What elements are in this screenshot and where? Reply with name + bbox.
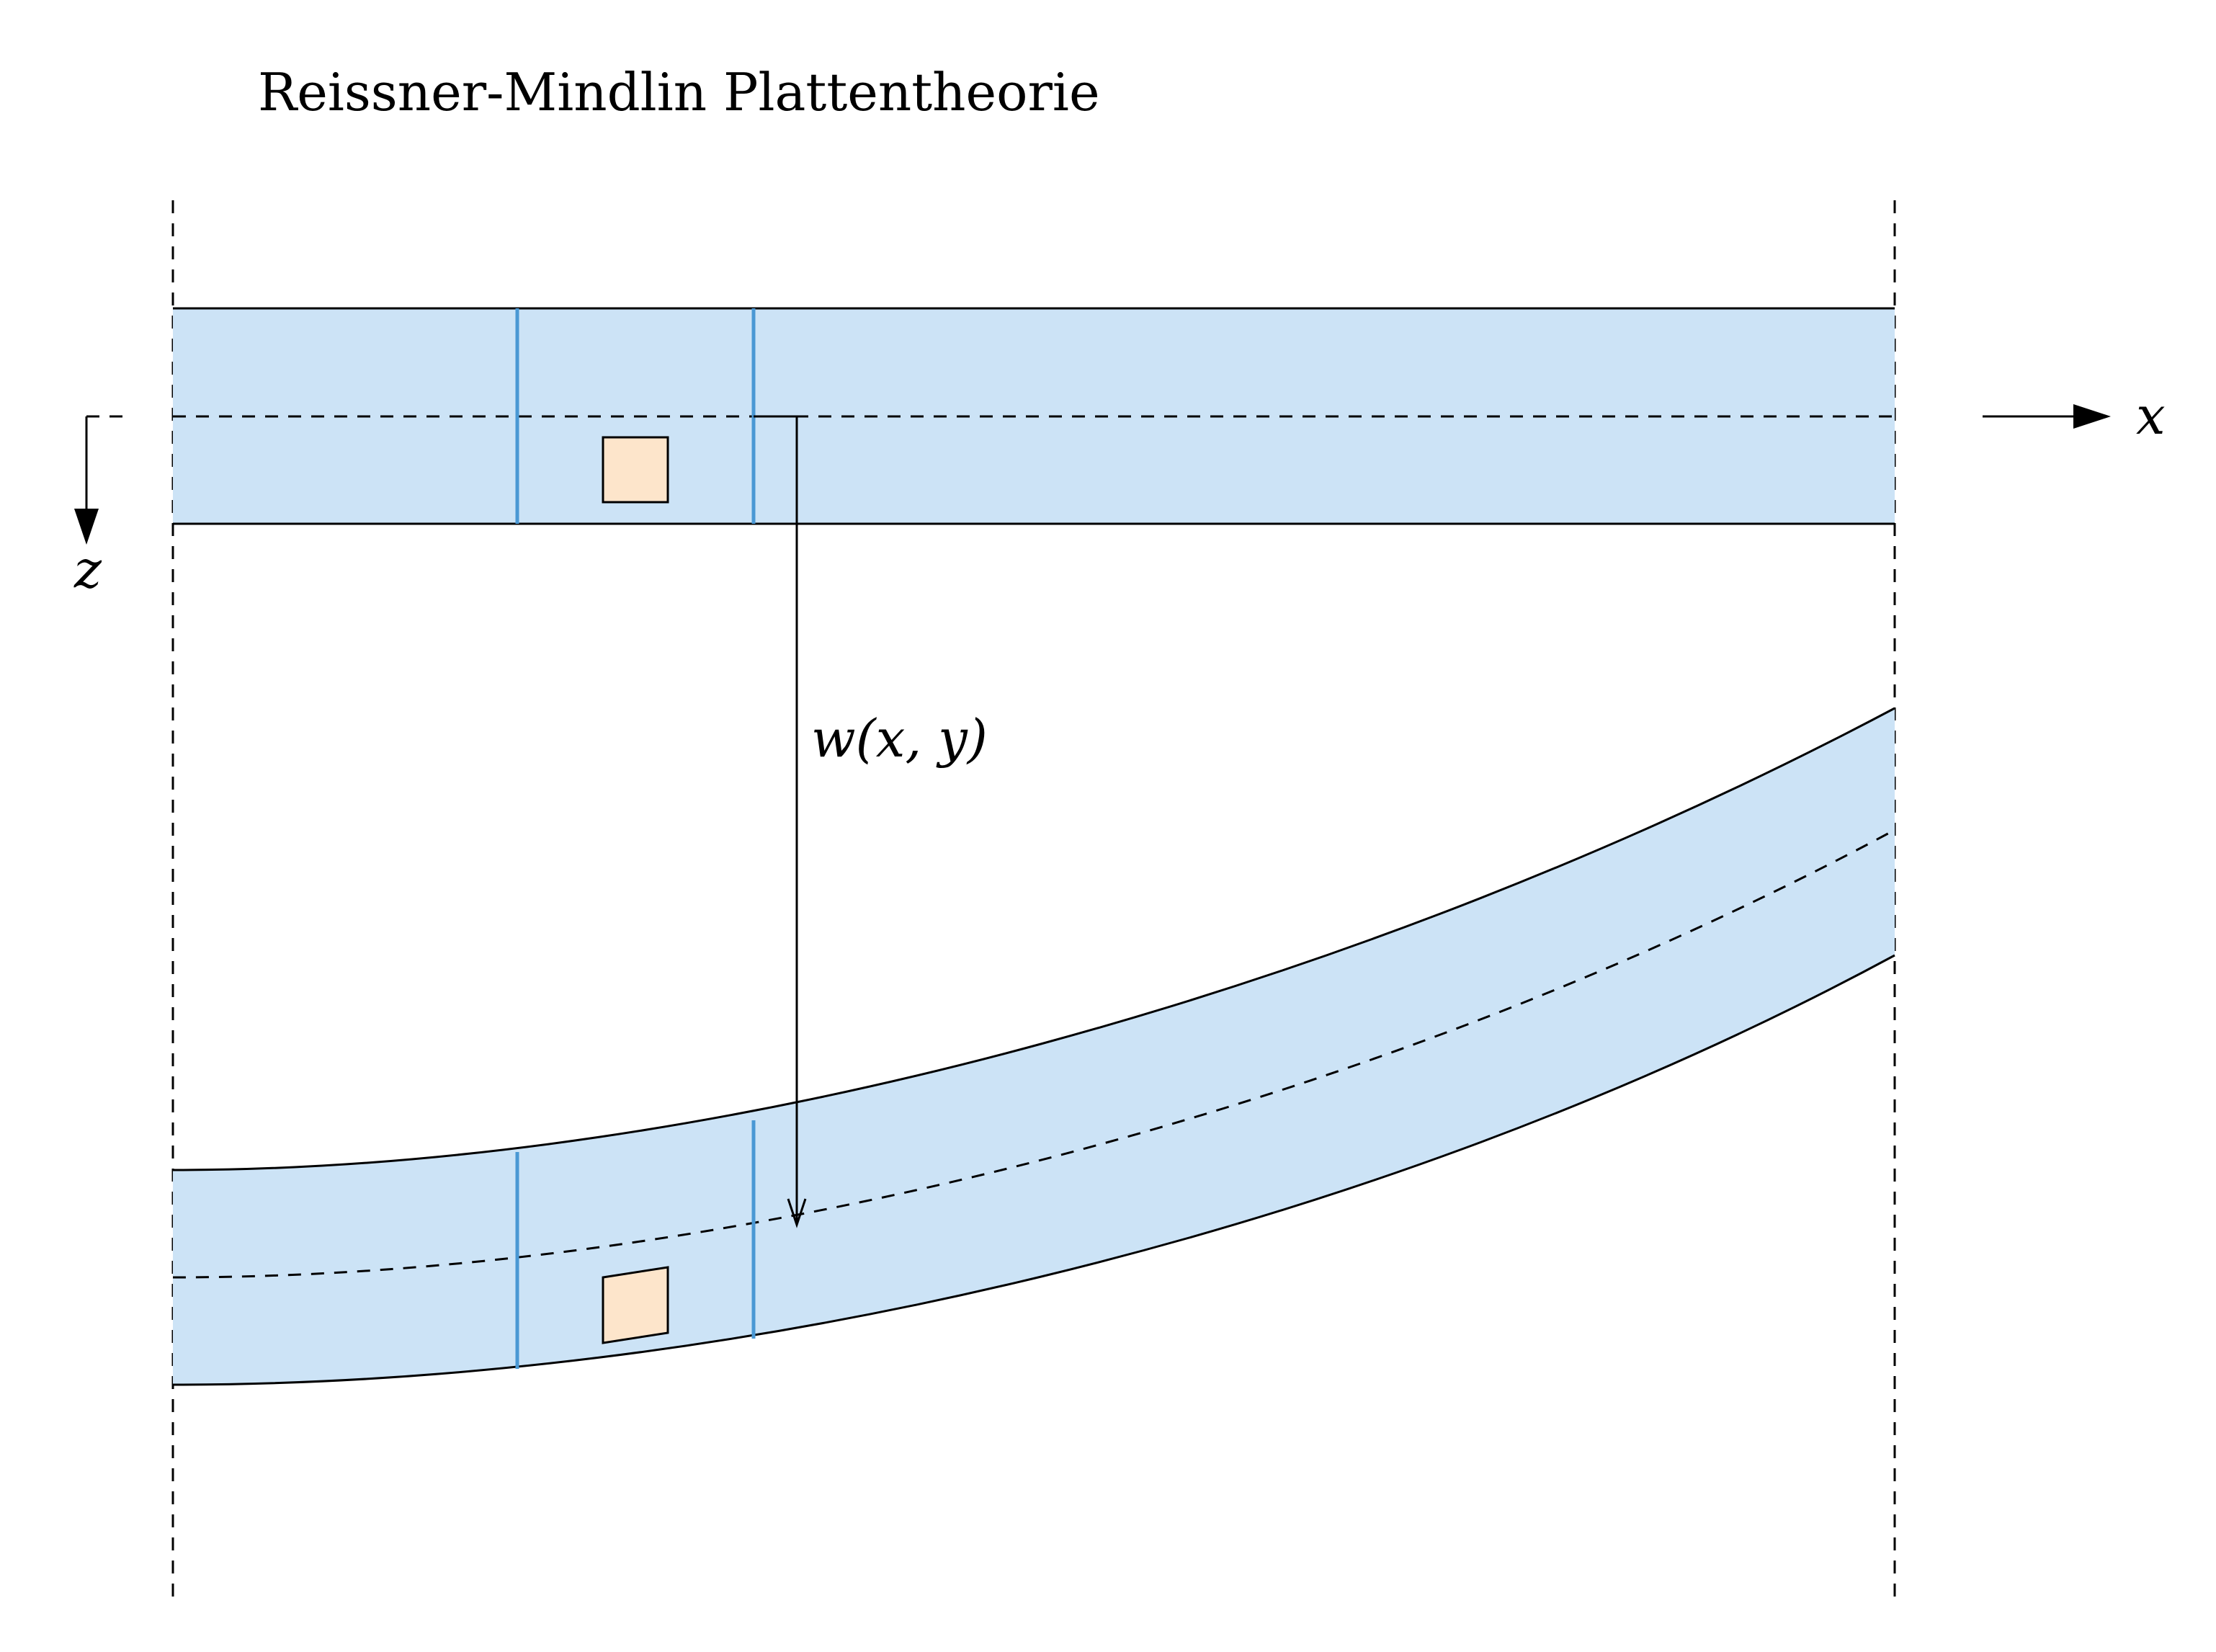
- z-axis-arrowhead: [74, 509, 99, 545]
- z-axis-label: z: [73, 539, 102, 599]
- x-axis-label: x: [2136, 385, 2166, 446]
- deformed-material-element: [602, 1266, 669, 1344]
- deformed-midplane: [172, 829, 1895, 1279]
- undeformed-material-element: [602, 436, 669, 504]
- deflection-arrow-line: [754, 415, 798, 1225]
- deformed-bottom-edge: [172, 954, 1895, 1386]
- diagram-title: Reissner-Mindlin Plattentheorie: [258, 62, 1100, 122]
- coordinate-system: x z: [73, 385, 2166, 599]
- deformed-top-edge: [172, 707, 1895, 1171]
- deflection-arrow-head: [787, 1198, 807, 1228]
- deflection-label: w(x, y): [811, 708, 988, 769]
- deflection-arrow: [754, 415, 807, 1228]
- x-axis-arrowhead: [2073, 404, 2111, 429]
- deformed-plate: [172, 707, 1895, 1386]
- undeformed-plate: [173, 307, 1895, 525]
